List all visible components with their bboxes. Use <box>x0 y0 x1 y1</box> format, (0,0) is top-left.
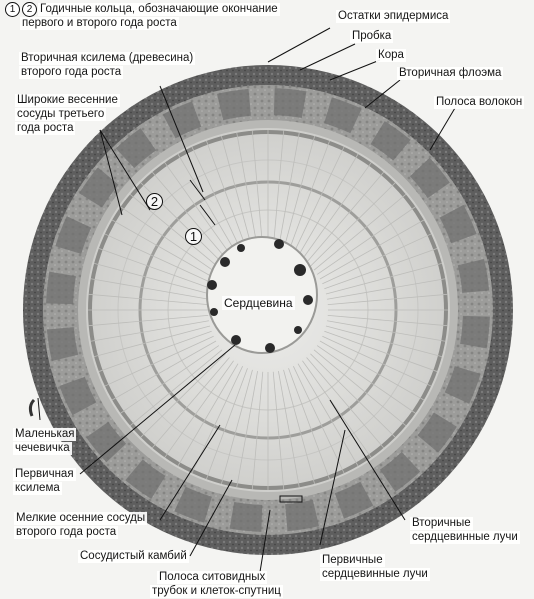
ring-marker-1: 1 <box>185 228 202 245</box>
label-pith: Сердцевина <box>222 296 295 310</box>
ring-number-1-badge: 1 <box>5 2 20 17</box>
label-small-autumn-vessels-line2: второго года роста <box>14 526 118 539</box>
label-wide-spring-vessels-line2: сосуды третьего <box>15 108 106 121</box>
label-secondary-rays-line2: сердцевинные лучи <box>410 531 520 544</box>
label-wide-spring-vessels-line3: года роста <box>15 122 75 135</box>
label-primary-xylem-line2: ксилема <box>13 482 62 495</box>
ring-number-2-badge: 2 <box>22 2 37 17</box>
label-primary-xylem-line1: Первичная <box>13 468 76 481</box>
label-sieve-tube-band-line1: Полоса ситовидных <box>157 571 267 584</box>
label-small-lenticel-line2: чечевичка <box>13 442 72 455</box>
label-secondary-xylem-line2: второго года роста <box>19 66 123 79</box>
label-wide-spring-vessels-line1: Широкие весенние <box>15 94 120 107</box>
label-primary-rays-line1: Первичные <box>320 554 385 567</box>
label-cork: Пробка <box>350 30 393 43</box>
lenticel <box>30 400 34 416</box>
ring-marker-2: 2 <box>146 193 163 210</box>
label-fiber-band: Полоса волокон <box>434 96 524 109</box>
pith-region <box>207 237 317 353</box>
label-sieve-tube-band-line2: трубок и клеток-спутниц <box>150 585 283 598</box>
label-epidermis-remains: Остатки эпидермиса <box>336 10 450 23</box>
label-cortex: Кора <box>376 49 406 62</box>
label-vascular-cambium: Сосудистый камбий <box>78 550 189 563</box>
label-annual-rings-line1: Годичные кольца, обозначающие окончание <box>38 3 280 16</box>
label-secondary-rays-line1: Вторичные <box>410 517 473 530</box>
label-secondary-phloem: Вторичная флоэма <box>397 67 503 80</box>
label-primary-rays-line2: сердцевинные лучи <box>320 568 430 581</box>
label-small-lenticel-line1: Маленькая <box>13 428 76 441</box>
label-small-autumn-vessels-line1: Мелкие осенние сосуды <box>14 512 147 525</box>
label-annual-rings-line2: первого и второго года роста <box>20 17 179 30</box>
label-secondary-xylem-line1: Вторичная ксилема (древесина) <box>19 52 195 65</box>
